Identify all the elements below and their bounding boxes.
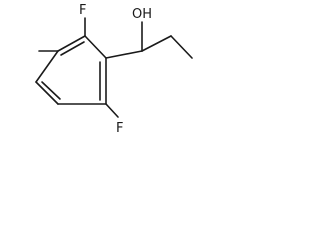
bond-ring-to-carbinol bbox=[105, 50, 143, 59]
ring-bond-c4-c5-inner bbox=[41, 81, 61, 100]
ring-bond-c1-c2 bbox=[84, 35, 107, 59]
ring-bond-c4-c5 bbox=[35, 81, 59, 105]
bond-to-fluoro-bottom bbox=[105, 103, 119, 118]
atom-label-fluoro-bottom: F bbox=[116, 121, 123, 136]
bond-ethyl-to-methyl bbox=[170, 35, 193, 59]
ring-bond-c2-c3-inner bbox=[60, 41, 85, 56]
atom-label-hydroxyl: OH bbox=[132, 7, 152, 22]
ring-bond-c3-c4 bbox=[35, 50, 59, 83]
ring-bond-c2-c3 bbox=[57, 35, 86, 52]
structure-diagram: F OH F bbox=[35, 3, 193, 136]
atom-label-fluoro-top: F bbox=[79, 3, 86, 18]
bond-carbinol-to-ethyl bbox=[141, 35, 172, 52]
